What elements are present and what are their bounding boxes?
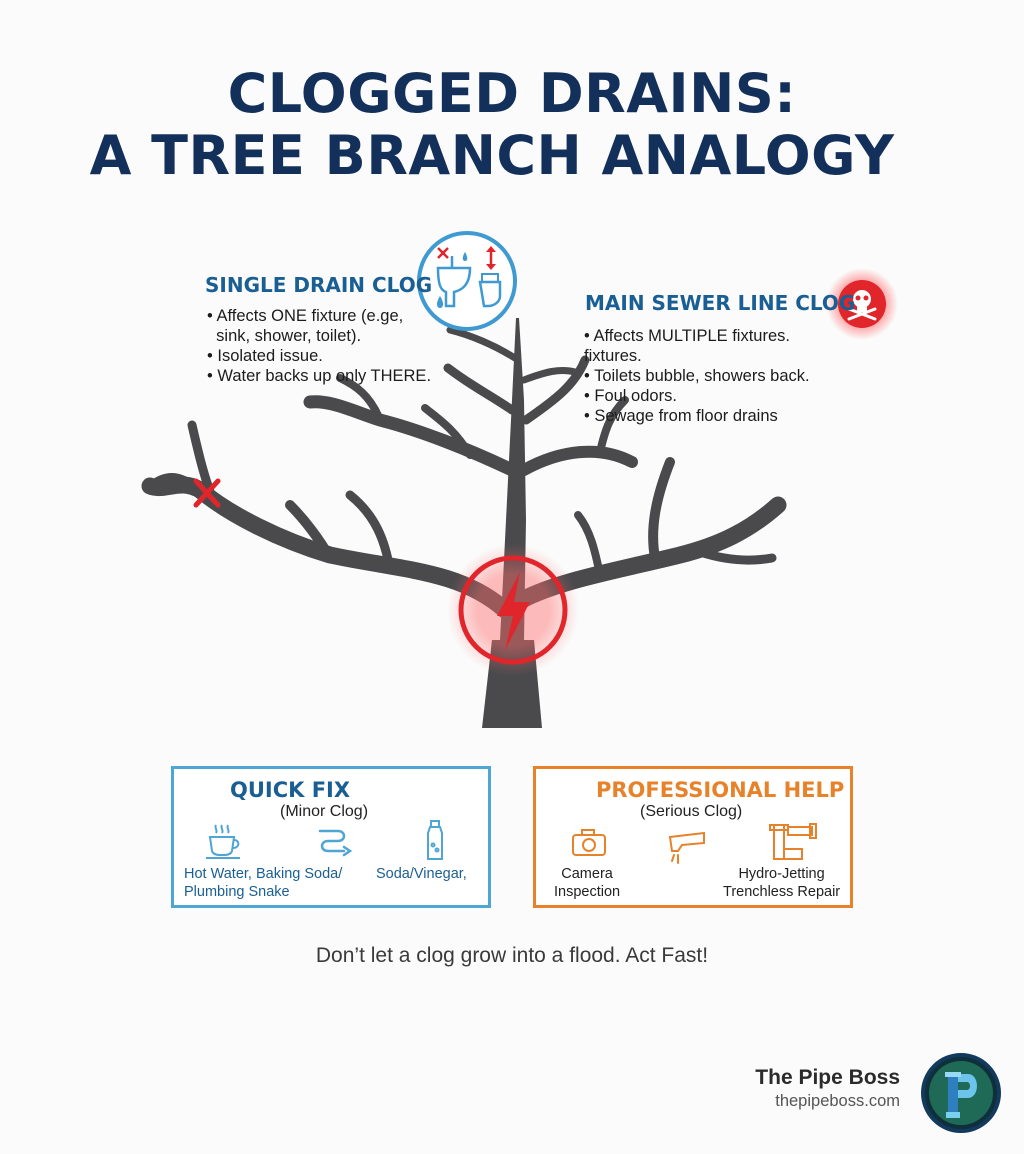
quick-fix-label-right: Soda/Vinegar, — [376, 866, 467, 882]
professional-help-subtitle: (Serious Clog) — [640, 803, 743, 820]
lightning-alert-icon — [447, 544, 579, 676]
tagline: Don’t let a clog grow into a flood. Act … — [315, 944, 709, 967]
jet-nozzle-icon — [668, 831, 705, 864]
professional-label-left: Camera Inspection — [554, 866, 621, 900]
brand-name: The Pipe Boss — [755, 1066, 900, 1089]
professional-help-title: PROFESSIONAL HELP — [596, 778, 845, 802]
single-clog-bullet: sink, shower, toilet). — [207, 327, 362, 345]
quick-fix-box: QUICK FIX (Minor Clog) Hot Water, Baking… — [171, 766, 491, 908]
professional-help-box: PROFESSIONAL HELP (Serious Clog) Camera … — [533, 766, 853, 908]
main-clog-bullet: • Toilets bubble, showers back. — [584, 367, 810, 385]
hot-cup-icon — [206, 824, 240, 859]
quick-fix-subtitle: (Minor Clog) — [280, 803, 369, 820]
quick-fix-title: QUICK FIX — [230, 778, 351, 802]
snake-icon — [318, 829, 353, 857]
tree-branches — [141, 318, 787, 728]
main-clog-bullet: • Foul odors. — [584, 387, 677, 405]
main-clog-bullet: • Sewage from floor drains — [584, 407, 778, 425]
camera-icon — [572, 829, 606, 856]
single-clog-bullet: • Affects ONE fixture (e.ge, — [207, 307, 404, 325]
title-line-2: A TREE BRANCH ANALOGY — [89, 124, 895, 187]
sink-and-toilet-icon — [417, 231, 517, 331]
single-clog-heading: SINGLE DRAIN CLOG — [205, 273, 433, 297]
brand-url-link[interactable]: thepipeboss.com — [775, 1092, 900, 1110]
pipe-boss-logo-icon — [921, 1053, 1001, 1133]
skull-crossbones-icon — [826, 268, 898, 340]
title-line-1: CLOGGED DRAINS: — [227, 62, 797, 125]
single-clog-bullets: • Affects ONE fixture (e.ge, sink, showe… — [207, 306, 431, 386]
main-clog-bullets: • Affects MULTIPLE fixtures. fixtures. •… — [584, 326, 810, 426]
main-clog-heading: MAIN SEWER LINE CLOG — [585, 291, 856, 315]
bottle-icon — [427, 820, 443, 860]
single-clog-bullet: • Isolated issue. — [207, 347, 323, 365]
main-clog-bullet: • Affects MULTIPLE fixtures. — [584, 327, 790, 345]
blocked-branch-x-icon — [193, 478, 221, 508]
single-clog-bullet: • Water backs up only THERE. — [207, 367, 432, 385]
main-clog-bullet: fixtures. — [584, 347, 642, 365]
professional-label-right: Hydro-Jetting Trenchless Repair — [723, 866, 841, 900]
pipes-icon — [769, 823, 817, 860]
quick-fix-label-left: Hot Water, Baking Soda/ Plumbing Snake — [184, 866, 343, 900]
